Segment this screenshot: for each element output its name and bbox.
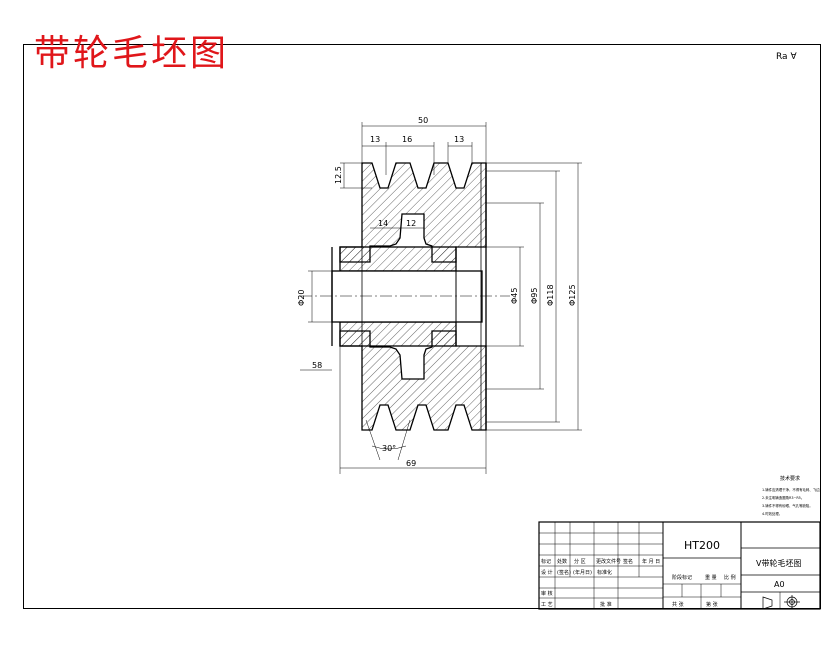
- dim-overall-bottom: 69: [406, 459, 416, 468]
- design-sign: (签名): [557, 569, 571, 576]
- drawing-name: V带轮毛坯图: [756, 558, 801, 568]
- hub-top: [339, 246, 457, 272]
- hdr-count: 处数: [557, 558, 567, 565]
- hdr-date: 年 月 日: [642, 558, 660, 565]
- review-label: 审 核: [541, 590, 553, 597]
- dim-web-12: 12: [406, 219, 416, 228]
- dim-bore: Φ20: [297, 290, 306, 306]
- dim-groove-pitch: 16: [402, 135, 412, 144]
- title-block: [538, 521, 821, 610]
- dim-hub-length: 58: [312, 361, 322, 370]
- stage-label: 阶段标记: [672, 574, 692, 581]
- note-2: 2.未注明铸造圆角R3~R5。: [762, 495, 804, 500]
- projection-symbol-icon: [762, 595, 800, 610]
- dim-groove-depth: 12.5: [334, 166, 343, 184]
- hub-bottom: [339, 321, 457, 347]
- design-label: 设 计: [541, 569, 553, 576]
- dim-hub-dia: Φ45: [510, 288, 519, 304]
- hdr-sign: 签名: [623, 558, 633, 565]
- weight-label: 重 量: [705, 574, 717, 581]
- hdr-file: 更改文件号: [596, 558, 621, 565]
- design-date: (年月日): [573, 569, 592, 576]
- note-4: 4.时效处理。: [762, 511, 782, 516]
- approve-label: 批 准: [600, 601, 612, 608]
- hdr-zone: 分 区: [574, 558, 586, 565]
- roughness-symbol: Ra ∀: [776, 52, 797, 62]
- sheets-current: 第 张: [706, 601, 718, 608]
- dim-web-dia: Φ95: [530, 288, 539, 304]
- drawing-title: 带轮毛坯图: [34, 33, 230, 74]
- process-label: 工 艺: [541, 602, 553, 608]
- hdr-mark: 标记: [541, 558, 551, 565]
- bore: [331, 270, 483, 323]
- notes-heading: 技术要求: [780, 475, 800, 482]
- dim-groove-right: 13: [454, 135, 464, 144]
- roughness-label: Ra: [776, 52, 788, 62]
- dim-groove-left: 13: [370, 135, 380, 144]
- dim-outer-dia: Φ125: [568, 284, 577, 306]
- drawing-frame: [23, 44, 821, 609]
- note-1: 1.铸件应清理干净，不得有毛刺、飞边。: [762, 487, 823, 492]
- sheets-total: 共 张: [672, 601, 684, 608]
- dim-overall-top: 50: [418, 116, 428, 125]
- dim-angle: 30°: [382, 444, 396, 453]
- material: HT200: [684, 539, 720, 552]
- design-standard: 标准化: [597, 569, 612, 576]
- dim-inner-rim-dia: Φ118: [546, 284, 555, 306]
- drawing-code: A0: [774, 580, 785, 589]
- scale-label: 比 例: [724, 574, 736, 581]
- dim-web-14: 14: [378, 219, 388, 228]
- note-3: 3.铸件不得有砂眼、气孔等缺陷。: [762, 503, 813, 508]
